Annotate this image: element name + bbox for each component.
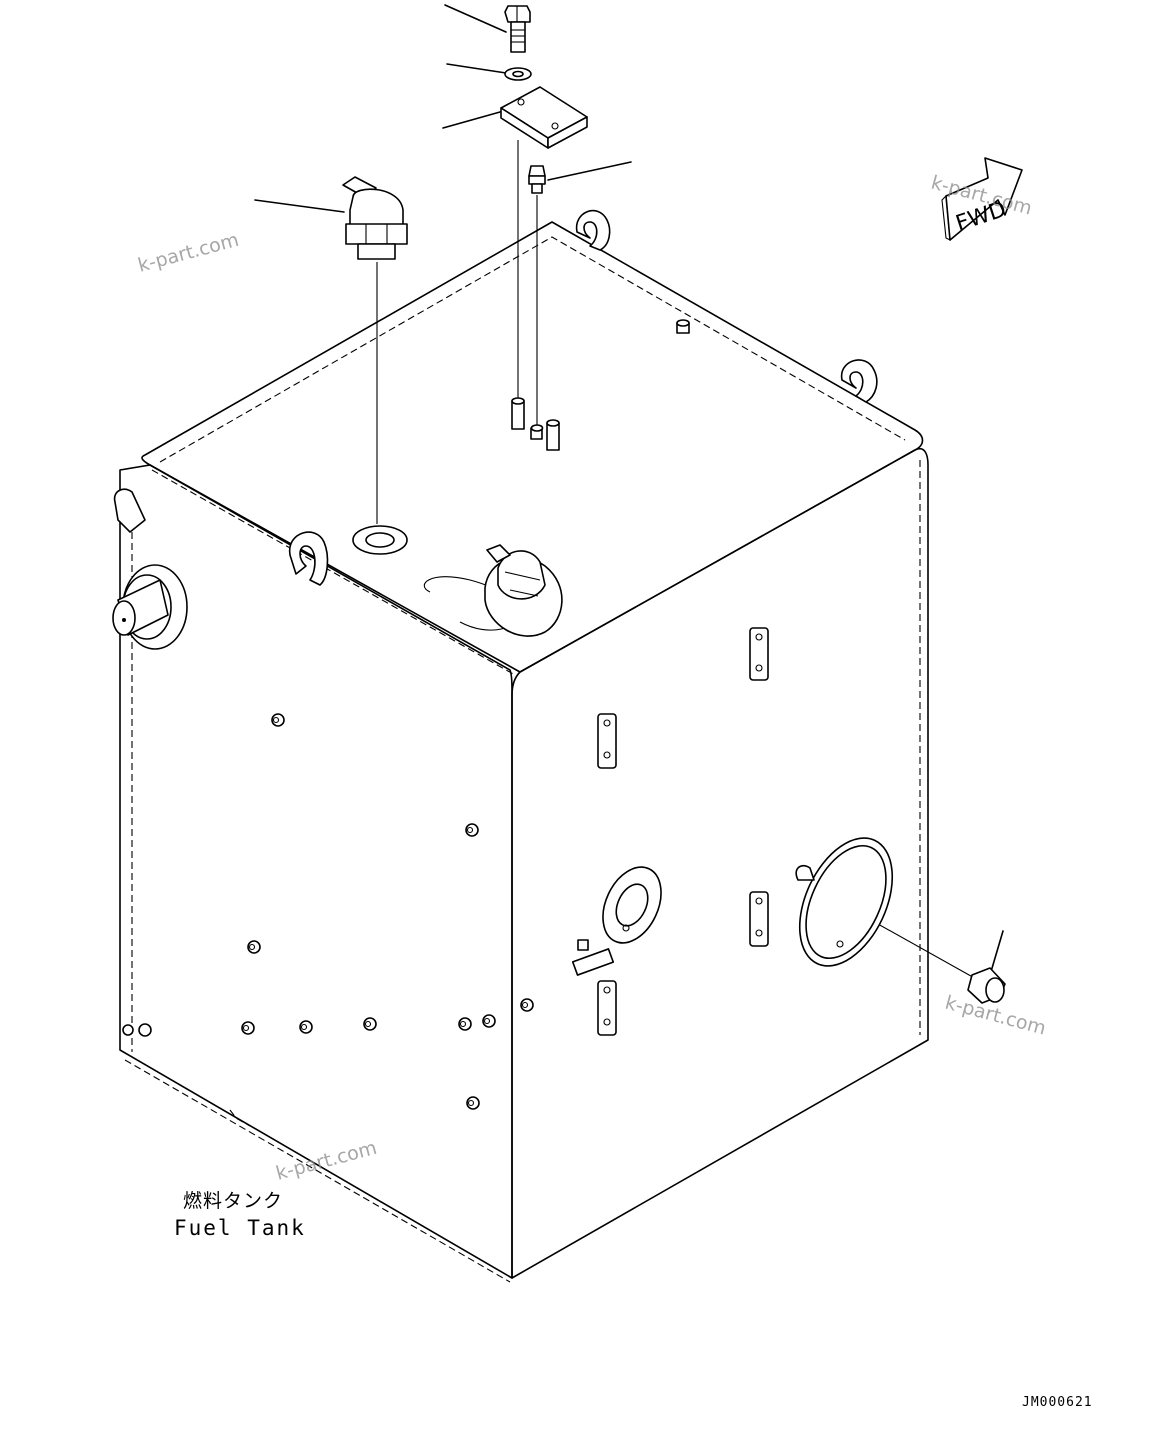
tank-right-face	[511, 447, 929, 1279]
bolt	[504, 5, 531, 53]
lifting-eye-right	[840, 359, 878, 403]
watermark: k-part.com	[274, 1137, 380, 1185]
part-label-en: Fuel Tank	[174, 1216, 306, 1240]
leader-breather	[254, 199, 345, 213]
drain-plug	[967, 967, 1006, 1004]
tank-left-face	[119, 464, 513, 1279]
inspection-cover	[795, 837, 894, 967]
part-label-jp: 燃料タンク	[183, 1190, 283, 1212]
filler-cap	[423, 544, 563, 637]
watermarks: k-part.com k-part.com k-part.com k-part.…	[136, 172, 1049, 1185]
top-fittings	[352, 319, 690, 637]
fuel-tank-body	[119, 221, 929, 1283]
lifting-eye-front	[289, 531, 329, 586]
bracket	[500, 86, 588, 149]
leader-bracket	[442, 111, 501, 129]
lifting-eye-left	[113, 488, 146, 533]
breather-elbow	[342, 176, 408, 260]
leader-grease-fitting	[547, 161, 632, 181]
washer	[504, 67, 532, 81]
lifting-eye-back	[575, 209, 611, 251]
side-fittings	[112, 564, 1006, 1110]
leader-drain-plug	[989, 930, 1004, 976]
lifting-eyes	[113, 209, 878, 586]
grease-fitting	[528, 165, 546, 194]
leader-lines	[254, 4, 1004, 976]
side-brackets	[597, 627, 769, 1036]
sensor-flange	[571, 866, 662, 976]
drawing-code: JM000621	[1022, 1395, 1093, 1410]
leader-bolt	[444, 4, 507, 33]
face-bosses	[122, 713, 534, 1110]
pipe-flange-left	[112, 564, 188, 650]
part-labels: 燃料タンク Fuel Tank JM000621	[174, 1190, 1093, 1410]
watermark: k-part.com	[136, 229, 242, 277]
leader-washer	[446, 63, 507, 74]
